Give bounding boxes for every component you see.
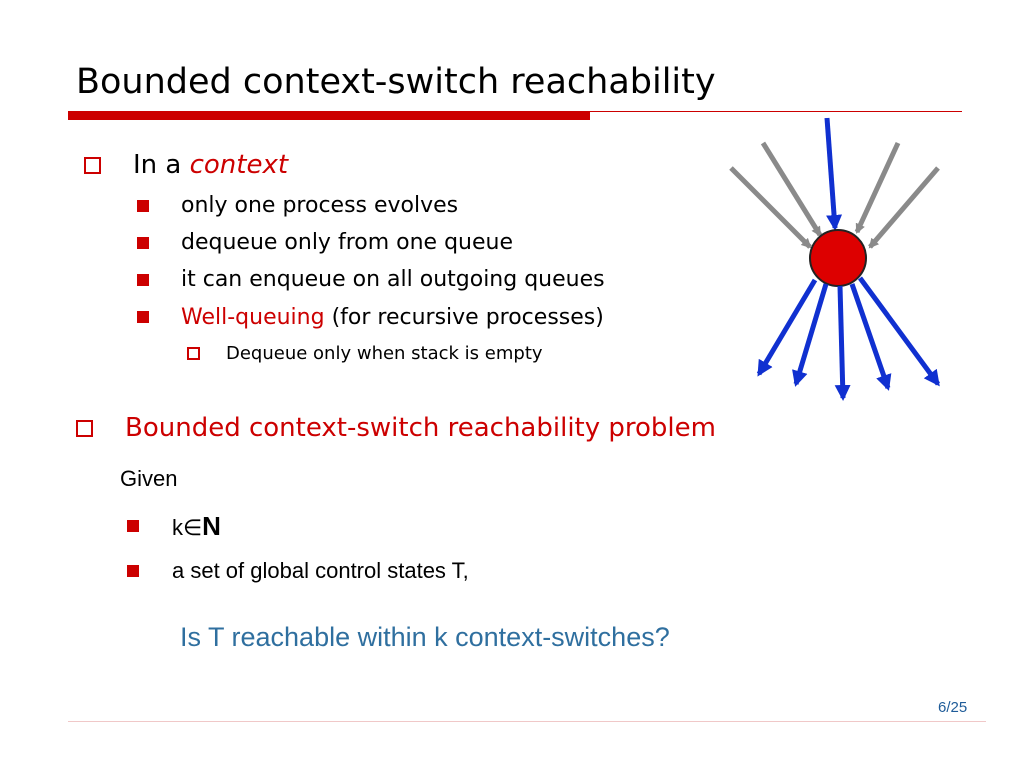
incoming-arrow bbox=[760, 141, 823, 237]
outgoing-arrow bbox=[756, 278, 818, 377]
incoming-arrow bbox=[729, 166, 812, 249]
solid-square-bullet-icon bbox=[127, 565, 139, 577]
incoming-arrow bbox=[868, 166, 940, 249]
solid-square-bullet-icon bbox=[137, 274, 149, 286]
page-number: 6/25 bbox=[938, 699, 968, 716]
bullet-item-well-queuing: Well-queuing (for recursive processes) bbox=[181, 305, 604, 330]
incoming-active-arrow bbox=[824, 117, 843, 231]
slide-title: Bounded context-switch reachability bbox=[76, 62, 716, 102]
given-label: Given bbox=[120, 466, 178, 491]
bullet-item: only one process evolves bbox=[181, 193, 459, 218]
naturals-symbol: N bbox=[202, 511, 221, 541]
section1-heading: In a context bbox=[133, 150, 289, 180]
sub-bullet-item: Dequeue only when stack is empty bbox=[226, 343, 543, 364]
title-rule-thick bbox=[68, 111, 590, 120]
hollow-square-bullet-icon bbox=[84, 157, 101, 174]
bullet-item: dequeue only from one queue bbox=[181, 230, 513, 255]
solid-square-bullet-icon bbox=[137, 311, 149, 323]
solid-square-bullet-icon bbox=[137, 200, 149, 212]
solid-square-bullet-icon bbox=[137, 237, 149, 249]
solid-square-bullet-icon bbox=[127, 520, 139, 532]
hollow-square-bullet-icon bbox=[76, 420, 93, 437]
outgoing-arrow bbox=[834, 285, 851, 401]
incoming-arrow bbox=[854, 141, 901, 234]
bullet-item: it can enqueue on all outgoing queues bbox=[181, 267, 605, 292]
states-item: a set of global control states T, bbox=[172, 558, 469, 583]
outgoing-arrow bbox=[792, 283, 829, 387]
question-text: Is T reachable within k context-switches… bbox=[180, 622, 670, 652]
outgoing-arrow bbox=[849, 283, 892, 391]
process-node bbox=[809, 229, 867, 287]
k-in-n-item: k∈N bbox=[172, 511, 221, 541]
context-diagram bbox=[729, 117, 941, 401]
section2-heading: Bounded context-switch reachability prob… bbox=[125, 413, 716, 443]
outgoing-arrow bbox=[857, 276, 941, 387]
hollow-square-bullet-icon bbox=[187, 347, 200, 360]
well-queuing-term: Well-queuing bbox=[181, 305, 325, 330]
footer-rule bbox=[68, 721, 986, 722]
context-emphasis: context bbox=[189, 150, 289, 180]
title-rule-thin bbox=[590, 111, 962, 112]
